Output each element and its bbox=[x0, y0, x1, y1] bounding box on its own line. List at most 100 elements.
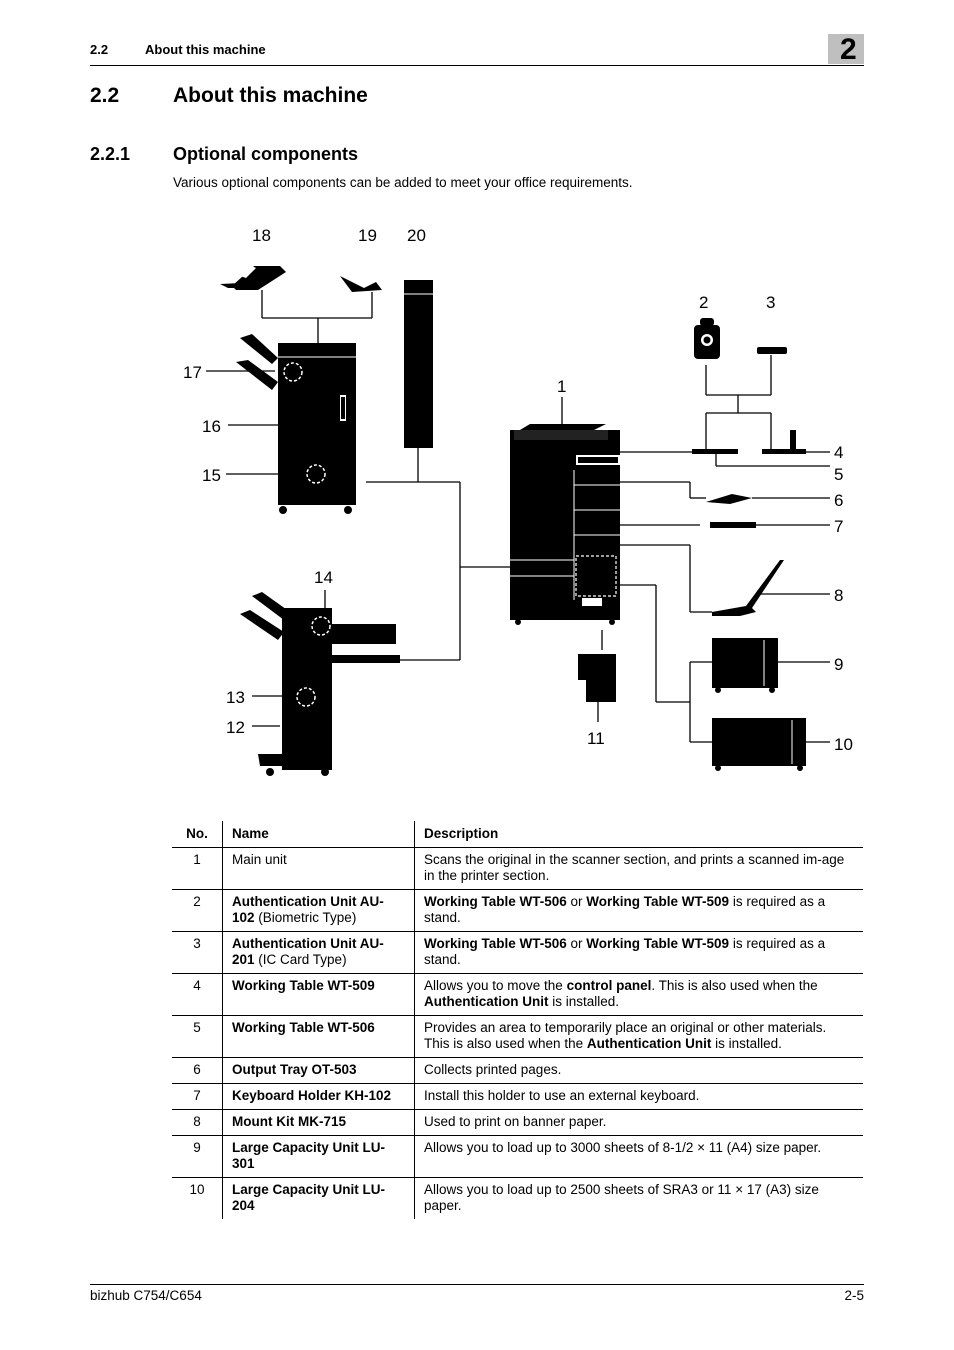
component-name: Main unit bbox=[222, 847, 415, 890]
callout-2: 2 bbox=[699, 293, 708, 312]
heading2-title: Optional components bbox=[173, 144, 359, 164]
description-text: Collects printed pages. bbox=[424, 1062, 562, 1077]
description-text: Allows you to load up to 3000 sheets of … bbox=[424, 1140, 822, 1155]
table-header-row: No. Name Description bbox=[172, 821, 863, 848]
callout-14: 14 bbox=[314, 568, 333, 587]
description-text: or bbox=[566, 894, 587, 909]
table-row: 1 Main unit Scans the original in the scan… bbox=[172, 847, 863, 890]
component-name: Working Table WT-509 bbox=[222, 973, 415, 1016]
callout-10: 10 bbox=[834, 735, 853, 754]
component-name: Working Table WT-506 bbox=[222, 1015, 415, 1058]
component-name: Keyboard Holder KH-102 bbox=[222, 1083, 415, 1110]
name-text: Working Table WT-506 bbox=[232, 1020, 375, 1035]
name-text: Working Table WT-509 bbox=[232, 978, 375, 993]
callout-20: 20 bbox=[407, 226, 426, 245]
component-name: Mount Kit MK-715 bbox=[222, 1109, 415, 1136]
footer-page-number: 2-5 bbox=[844, 1288, 864, 1303]
row-number: 5 bbox=[172, 1015, 223, 1058]
name-text: Keyboard Holder KH-102 bbox=[232, 1088, 392, 1103]
col-header-name: Name bbox=[222, 821, 415, 848]
table-row: 9 Large Capacity Unit LU-301 Allows you to… bbox=[172, 1135, 863, 1178]
component-name: Authentication Unit AU-201 (IC Card Type… bbox=[222, 931, 415, 974]
description-text: Used to print on banner paper. bbox=[424, 1114, 607, 1129]
component-name: Authentication Unit AU-102 (Biometric Ty… bbox=[222, 889, 415, 932]
description-text: is installed. bbox=[548, 994, 620, 1009]
description-text: Working Table WT-506 bbox=[424, 936, 567, 951]
description-text: Scans the original in the scanner sectio… bbox=[424, 852, 845, 883]
description-text: Install this holder to use an external k… bbox=[424, 1088, 700, 1103]
name-text: Large Capacity Unit LU-301 bbox=[232, 1140, 386, 1171]
table-row: 4 Working Table WT-509 Allows you to move … bbox=[172, 973, 863, 1016]
description-text: is installed. bbox=[711, 1036, 782, 1051]
header-section-number: 2.2 bbox=[90, 42, 109, 57]
description-text: Working Table WT-506 bbox=[424, 894, 567, 909]
footer-model: bizhub C754/C654 bbox=[90, 1288, 202, 1303]
component-description: Install this holder to use an external k… bbox=[414, 1083, 863, 1110]
callout-4: 4 bbox=[834, 443, 843, 462]
row-number: 1 bbox=[172, 847, 223, 890]
callout-9: 9 bbox=[834, 655, 843, 674]
component-description: Allows you to move the control panel. Th… bbox=[414, 973, 863, 1016]
description-text: Working Table WT-509 bbox=[586, 894, 730, 909]
callout-16: 16 bbox=[202, 417, 221, 436]
component-name: Output Tray OT-503 bbox=[222, 1057, 415, 1084]
callout-1: 1 bbox=[557, 377, 566, 396]
callout-7: 7 bbox=[834, 517, 843, 536]
component-description: Used to print on banner paper. bbox=[414, 1109, 863, 1136]
header-rule bbox=[90, 65, 864, 66]
col-header-no: No. bbox=[172, 821, 223, 848]
callout-18: 18 bbox=[252, 226, 271, 245]
row-number: 7 bbox=[172, 1083, 223, 1110]
optional-components-diagram: 1 2 3 4 5 6 7 8 9 10 11 12 13 14 15 16 1… bbox=[183, 226, 853, 776]
heading1-number: 2.2 bbox=[90, 84, 120, 107]
description-text: is required as a stand. bbox=[424, 936, 826, 967]
callout-13: 13 bbox=[226, 688, 245, 707]
callout-12: 12 bbox=[226, 718, 245, 737]
callout-6: 6 bbox=[834, 491, 843, 510]
row-number: 9 bbox=[172, 1135, 223, 1178]
component-description: Working Table WT-506 or Working Table WT… bbox=[414, 889, 863, 932]
name-text: Authentication Unit AU-201 bbox=[232, 936, 384, 967]
name-text: (Biometric Type) bbox=[254, 910, 357, 925]
intro-paragraph: Various optional components can be added… bbox=[173, 175, 633, 190]
description-text: . This is also used when the bbox=[651, 978, 818, 993]
footer-rule bbox=[90, 1284, 864, 1285]
chapter-tab bbox=[828, 34, 864, 64]
heading2-number: 2.2.1 bbox=[90, 144, 131, 164]
table-row: 5 Working Table WT-506 Provides an area to… bbox=[172, 1015, 863, 1058]
description-text: Allows you to load up to 2500 sheets of … bbox=[424, 1182, 819, 1213]
description-text: or bbox=[566, 936, 587, 951]
callout-17: 17 bbox=[183, 363, 202, 382]
callout-19: 19 bbox=[358, 226, 377, 245]
row-number: 10 bbox=[189, 1182, 205, 1197]
description-text: Provides an area to temporarily place an… bbox=[424, 1020, 827, 1051]
chapter-number: 2 bbox=[840, 33, 857, 66]
component-name: Large Capacity Unit LU-301 bbox=[222, 1135, 415, 1178]
header-section-title: About this machine bbox=[145, 42, 266, 57]
description-text: Allows you to move the bbox=[424, 978, 567, 993]
name-text: Output Tray OT-503 bbox=[232, 1062, 357, 1077]
row-number: 3 bbox=[172, 931, 223, 974]
name-text: Main unit bbox=[232, 852, 287, 867]
table-row: 10 Large Capacity Unit LU-204 Allows you t… bbox=[172, 1177, 863, 1219]
callout-11: 11 bbox=[587, 729, 605, 748]
row-number: 2 bbox=[172, 889, 223, 932]
component-description: Allows you to load up to 2500 sheets of … bbox=[414, 1177, 863, 1219]
saddle-tray-illustration bbox=[220, 266, 286, 290]
name-text: Large Capacity Unit LU-204 bbox=[232, 1182, 386, 1213]
component-description: Allows you to load up to 3000 sheets of … bbox=[414, 1135, 863, 1178]
component-name: Large Capacity Unit LU-204 bbox=[222, 1177, 415, 1219]
component-description: Scans the original in the scanner sectio… bbox=[414, 847, 863, 890]
component-description: Provides an area to temporarily place an… bbox=[414, 1015, 863, 1058]
row-number: 8 bbox=[172, 1109, 223, 1136]
callout-5: 5 bbox=[834, 465, 843, 484]
component-description: Collects printed pages. bbox=[414, 1057, 863, 1084]
row-number: 4 bbox=[172, 973, 223, 1016]
description-text: is required as a stand. bbox=[424, 894, 826, 925]
name-text: (IC Card Type) bbox=[254, 952, 347, 967]
callout-8: 8 bbox=[834, 586, 843, 605]
component-description: Working Table WT-506 or Working Table WT… bbox=[414, 931, 863, 974]
